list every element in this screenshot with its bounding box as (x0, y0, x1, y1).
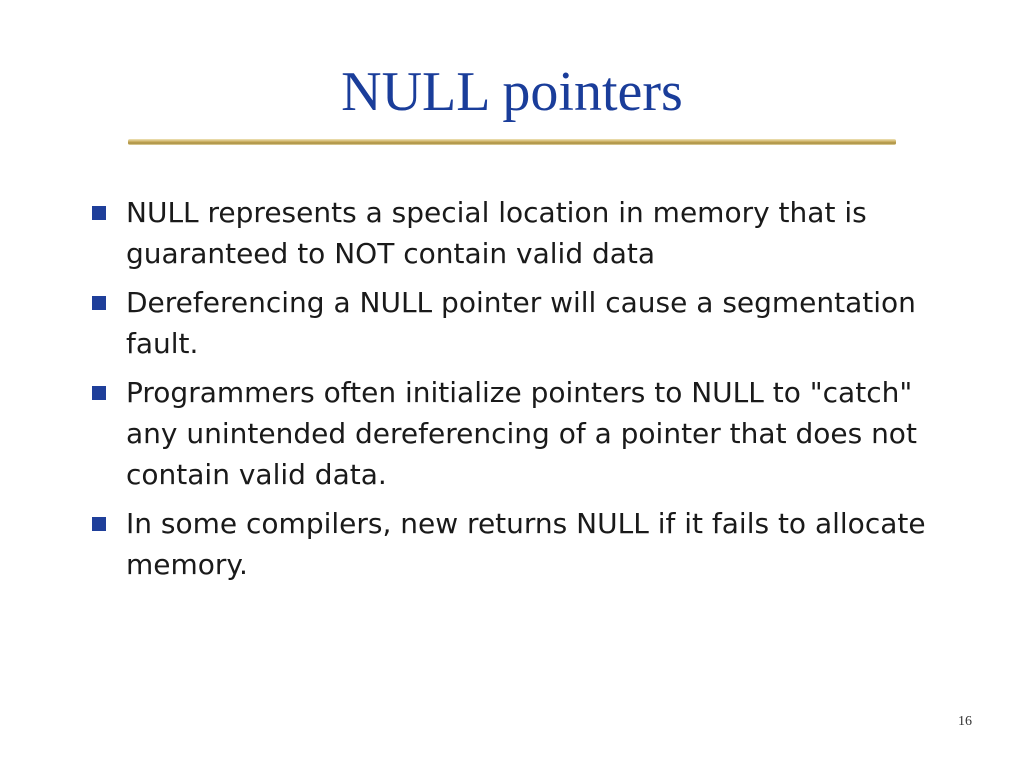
bullet-text: NULL represents a special location in me… (126, 196, 867, 270)
square-bullet-icon (92, 296, 106, 310)
title-divider (128, 139, 896, 145)
bullet-item: Dereferencing a NULL pointer will cause … (90, 282, 940, 364)
bullet-text: In some compilers, new returns NULL if i… (126, 507, 926, 581)
square-bullet-icon (92, 206, 106, 220)
bullet-item: In some compilers, new returns NULL if i… (90, 503, 940, 585)
slide-title: NULL pointers (341, 61, 683, 123)
page-number: 16 (958, 714, 972, 729)
bullet-text: Programmers often initialize pointers to… (126, 376, 917, 491)
square-bullet-icon (92, 517, 106, 531)
square-bullet-icon (92, 386, 106, 400)
bullet-item: NULL represents a special location in me… (90, 192, 940, 274)
bullet-list: NULL represents a special location in me… (90, 192, 940, 593)
bullet-item: Programmers often initialize pointers to… (90, 372, 940, 495)
bullet-text: Dereferencing a NULL pointer will cause … (126, 286, 916, 360)
